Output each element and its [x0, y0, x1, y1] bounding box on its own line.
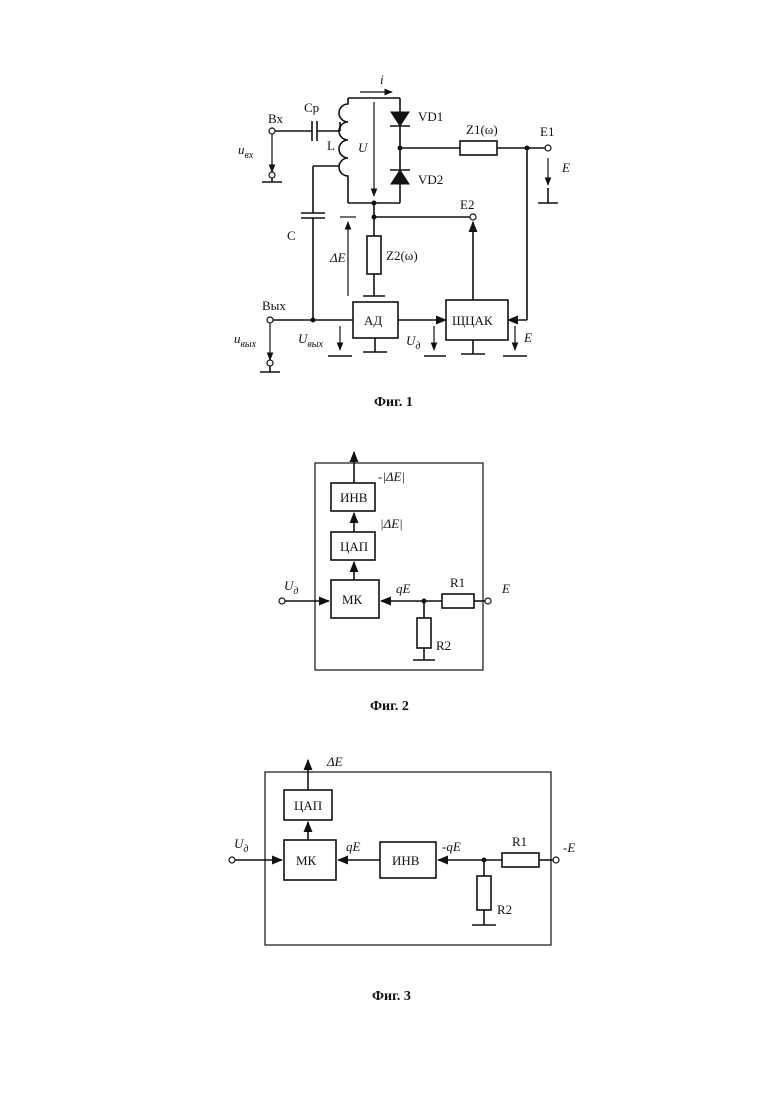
figure-2-caption: Фиг. 2 — [370, 699, 409, 714]
capacitor-c-label: C — [287, 228, 296, 243]
input-terminal — [269, 128, 275, 134]
output-signal-label: uвых — [234, 331, 257, 350]
diode-vd2 — [391, 170, 409, 184]
impedance-z2 — [367, 236, 381, 274]
figure-3-caption: Фиг. 3 — [372, 989, 411, 1004]
output-label: Вых — [262, 298, 286, 313]
fig3-r1-label: R1 — [512, 834, 527, 849]
fig2-dac-label: ЦАП — [340, 539, 368, 554]
figure-1-circuit: Вх uвх Cp L i U VD1 — [234, 72, 570, 410]
output-terminal — [267, 317, 273, 323]
fig3-r2-label: R2 — [497, 902, 512, 917]
delta-e-label: ΔE — [329, 250, 346, 265]
fig2-r1 — [442, 594, 474, 608]
detector-block-label: АД — [364, 313, 382, 328]
fig2-e-label: E — [501, 581, 510, 596]
fig2-ud-terminal — [279, 598, 285, 604]
diode-vd2-label: VD2 — [418, 172, 443, 187]
fig3-dac-label: ЦАП — [294, 798, 322, 813]
figure-3-circuit: ΔE ЦАП МК Uд qE ИНВ -qE R1 -E R2 Фиг. 3 — [229, 754, 575, 1004]
figure-1-caption: Фиг. 1 — [374, 395, 413, 410]
control-block-label: ЩЦАК — [452, 313, 493, 328]
fig3-inv-label: ИНВ — [392, 853, 420, 868]
diode-vd1-label: VD1 — [418, 109, 443, 124]
input-ground-terminal — [269, 172, 275, 178]
fig3-ud-label: Uд — [234, 836, 248, 855]
inductor-coil — [339, 98, 348, 188]
voltage-label: U — [358, 140, 369, 155]
fig2-mc-label: МК — [342, 592, 363, 607]
fig3-minus-qe-label: -qE — [442, 839, 461, 854]
node-e2-label: E2 — [460, 197, 474, 212]
uout-label: Uвых — [298, 331, 324, 350]
fig3-mc-label: МК — [296, 853, 317, 868]
fig2-r2 — [417, 618, 431, 648]
fig2-inv-label: ИНВ — [340, 490, 368, 505]
fig3-qe-label: qE — [346, 839, 361, 854]
fig3-output-label: ΔE — [326, 754, 343, 769]
fig3-minus-e-label: -E — [563, 840, 575, 855]
inductor-label: L — [327, 138, 335, 153]
fig2-r2-label: R2 — [436, 638, 451, 653]
coupling-cap-label: Cp — [304, 100, 319, 115]
fig2-output-label: -|ΔE| — [378, 469, 405, 484]
node-e1-label: E1 — [540, 124, 554, 139]
fig3-ud-terminal — [229, 857, 235, 863]
current-label: i — [380, 72, 384, 87]
fig3-minus-e-terminal — [553, 857, 559, 863]
impedance-z2-label: Z2(ω) — [386, 248, 418, 263]
fig3-r2 — [477, 876, 491, 910]
fig2-e-terminal — [485, 598, 491, 604]
fig2-ud-label: Uд — [284, 578, 298, 597]
ud-label: Uд — [406, 333, 420, 352]
fig3-r1 — [502, 853, 539, 867]
fig2-r1-label: R1 — [450, 575, 465, 590]
input-signal-label: uвх — [238, 142, 254, 161]
diode-vd1 — [391, 112, 409, 126]
figure-2-circuit: -|ΔE| ИНВ |ΔE| ЦАП МК Uд qE R1 E R2 Фиг.… — [279, 452, 510, 714]
node-e1-terminal — [545, 145, 551, 151]
impedance-z1-label: Z1(ω) — [466, 122, 498, 137]
bias-e-label: E — [561, 160, 570, 175]
fig2-qe-label: qE — [396, 581, 411, 596]
impedance-z1 — [460, 141, 497, 155]
fig2-abs-label: |ΔE| — [380, 516, 403, 531]
node-e2-terminal — [470, 214, 476, 220]
input-label: Вх — [268, 111, 283, 126]
bias-e2-label: E — [523, 330, 532, 345]
